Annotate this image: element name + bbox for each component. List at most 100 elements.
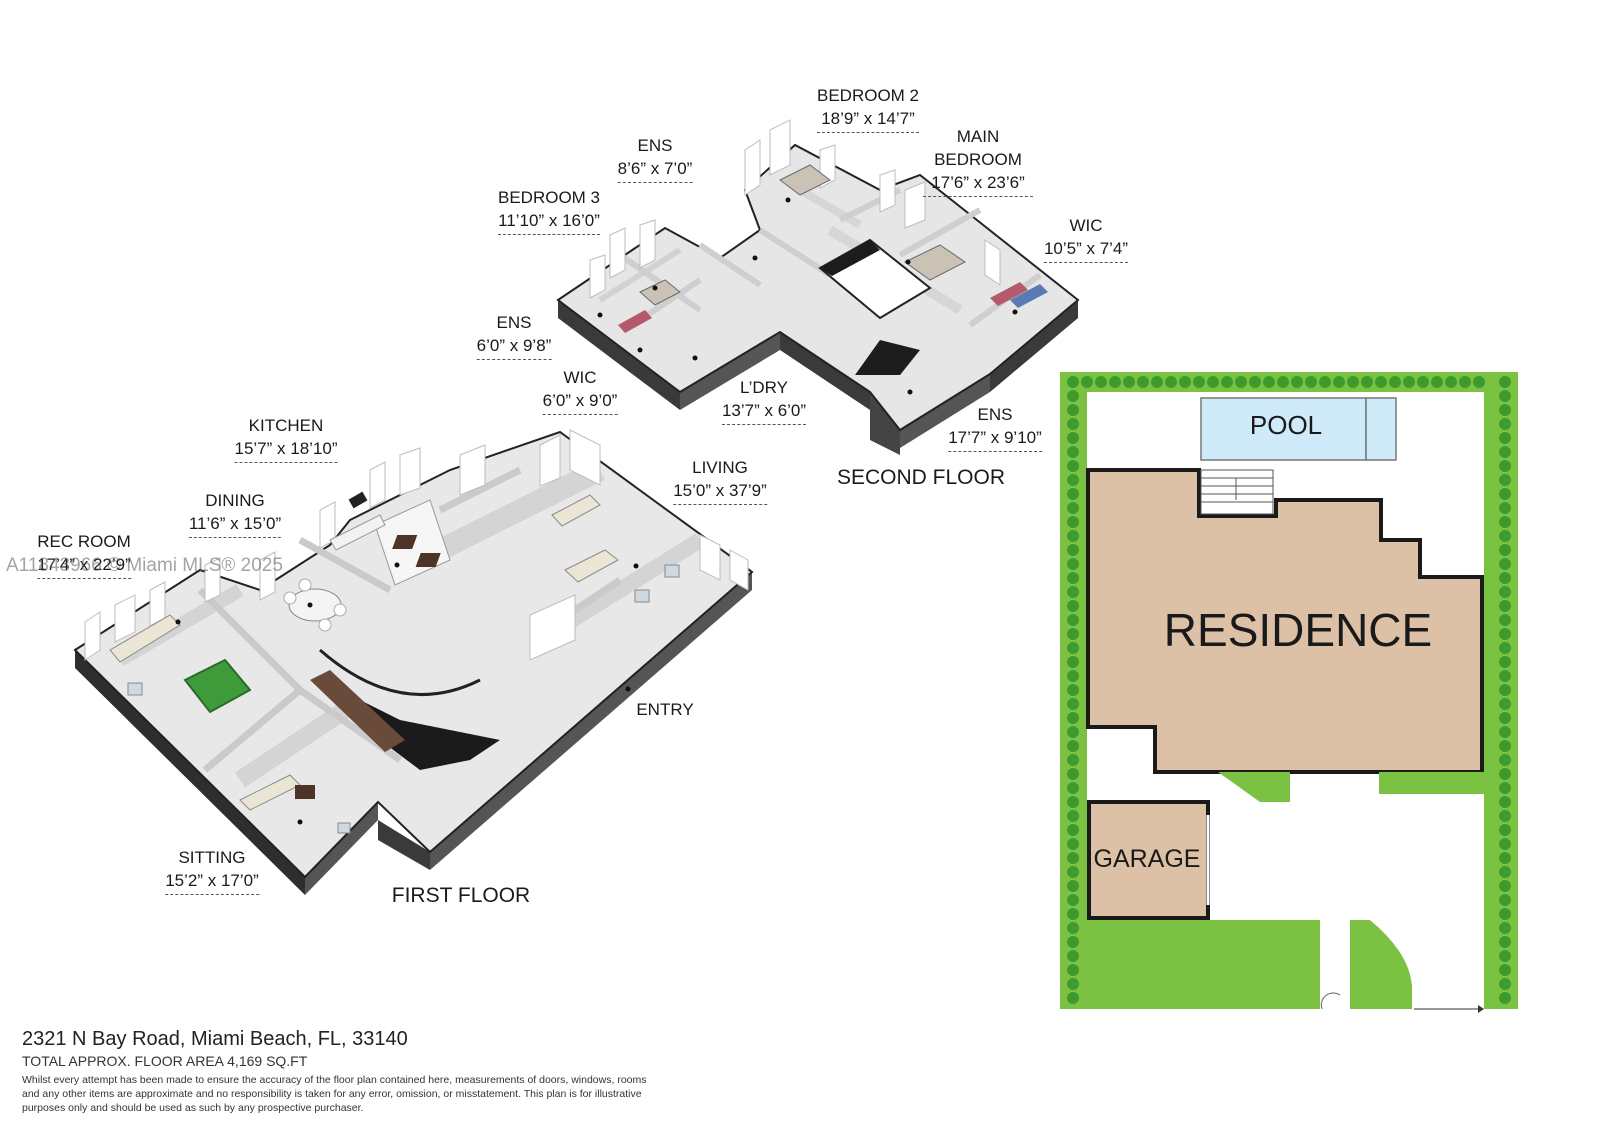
room-name: MAIN BEDROOM xyxy=(934,127,1022,169)
shrub-icon xyxy=(1067,824,1079,836)
bed-icon xyxy=(639,164,966,306)
shrub-icon xyxy=(1389,376,1401,388)
garage-footprint xyxy=(1087,800,1210,920)
shrub-icon xyxy=(1067,922,1079,934)
shrub-icon xyxy=(1375,376,1387,388)
room-name: DINING xyxy=(205,491,265,510)
room-dimensions: 13’7” x 6’0” xyxy=(721,399,807,425)
site-plan xyxy=(1060,372,1518,1013)
shrub-icon xyxy=(1459,376,1471,388)
shrub-icon xyxy=(1499,796,1511,808)
room-name: BEDROOM 3 xyxy=(497,188,601,207)
room-label-wic-right: WIC 10’5” x 7’4” xyxy=(1043,214,1129,263)
room-label-rec-room: REC ROOM 17’4” x 22’9” xyxy=(37,530,131,579)
room-label-dining: DINING 11’6” x 15’0” xyxy=(188,489,282,538)
shrub-icon xyxy=(1499,656,1511,668)
shrub-icon xyxy=(1305,376,1317,388)
shrub-icon xyxy=(1193,376,1205,388)
room-dimensions: 6’0” x 9’8” xyxy=(476,334,552,360)
shrub-icon xyxy=(1067,404,1079,416)
shrub-icon xyxy=(1067,950,1079,962)
shrub-icon xyxy=(1499,712,1511,724)
shrub-icon xyxy=(1067,586,1079,598)
shrub-icon xyxy=(1445,376,1457,388)
pool-label: POOL xyxy=(1249,410,1323,440)
shrub-icon xyxy=(1499,908,1511,920)
second-floor-plan xyxy=(556,119,1080,455)
shrub-icon xyxy=(1067,502,1079,514)
shrub-icon xyxy=(1067,530,1079,542)
shrub-icon xyxy=(1067,390,1079,402)
room-dimensions: 17’6” x 23’6” xyxy=(923,171,1033,197)
shrub-icon xyxy=(1499,992,1511,1004)
shrub-icon xyxy=(1067,866,1079,878)
shrub-icon xyxy=(1291,376,1303,388)
shrub-icon xyxy=(1067,698,1079,710)
shrub-icon xyxy=(1499,768,1511,780)
shrub-icon xyxy=(1499,390,1511,402)
shrub-icon xyxy=(1249,376,1261,388)
shrub-icon xyxy=(1123,376,1135,388)
shrub-icon xyxy=(1067,810,1079,822)
shrub-icon xyxy=(1499,936,1511,948)
shrub-icon xyxy=(1067,740,1079,752)
shrub-icon xyxy=(1333,376,1345,388)
room-label-wic-left: WIC 6’0” x 9’0” xyxy=(542,366,618,415)
shrub-icon xyxy=(1499,530,1511,542)
floor-label-second: SECOND FLOOR xyxy=(836,466,1006,489)
shrub-icon xyxy=(1499,642,1511,654)
room-name: WIC xyxy=(1069,216,1103,235)
shrub-icon xyxy=(1277,376,1289,388)
room-dimensions: 6’0” x 9’0” xyxy=(542,389,618,415)
room-name: ENS xyxy=(637,136,673,155)
shrub-icon xyxy=(1067,446,1079,458)
shrub-icon xyxy=(1431,376,1443,388)
shrub-icon xyxy=(1067,642,1079,654)
shrub-icon xyxy=(1221,376,1233,388)
room-name: BEDROOM 2 xyxy=(816,86,920,105)
shrub-icon xyxy=(1499,376,1511,388)
shrub-icon xyxy=(1067,614,1079,626)
shrub-icon xyxy=(1067,936,1079,948)
room-label-kitchen: KITCHEN 15’7” x 18’10” xyxy=(234,414,338,463)
shrub-icon xyxy=(1067,432,1079,444)
shrub-icon xyxy=(1067,908,1079,920)
residence-label: RESIDENCE xyxy=(1163,604,1433,656)
shrub-icon xyxy=(1067,726,1079,738)
room-name: KITCHEN xyxy=(248,416,324,435)
shrub-icon xyxy=(1499,460,1511,472)
pool-area xyxy=(1200,397,1367,461)
room-name: ENS xyxy=(496,313,532,332)
watermark: A11843966 © Miami MLS® 2025 xyxy=(6,555,283,576)
room-dimensions: 11’6” x 15’0” xyxy=(188,512,282,538)
shrub-icon xyxy=(1499,866,1511,878)
room-label-entry: ENTRY xyxy=(636,698,693,721)
room-name: REC ROOM xyxy=(37,532,131,551)
pool-table-icon xyxy=(183,658,252,714)
shrub-icon xyxy=(1499,488,1511,500)
first-floor-plan xyxy=(73,429,754,895)
room-name: ENS xyxy=(977,405,1013,424)
room-dimensions: 11’10” x 16’0” xyxy=(497,209,601,235)
shrub-icon xyxy=(1263,376,1275,388)
shrub-icon xyxy=(1067,628,1079,640)
room-dimensions: 15’0” x 37’9” xyxy=(673,479,767,505)
shrub-icon xyxy=(1499,614,1511,626)
shrub-icon xyxy=(1067,418,1079,430)
room-dimensions: 8’6” x 7’0” xyxy=(617,157,693,183)
shrub-icon xyxy=(1067,992,1079,1004)
room-dimensions: 10’5” x 7’4” xyxy=(1043,237,1129,263)
room-label-ens-upper: ENS 8’6” x 7’0” xyxy=(617,134,693,183)
shrub-icon xyxy=(1067,544,1079,556)
floor-label-first: FIRST FLOOR xyxy=(391,884,531,907)
disclaimer: Whilst every attempt has been made to en… xyxy=(22,1074,647,1114)
shrub-icon xyxy=(1067,600,1079,612)
shrub-icon xyxy=(1499,572,1511,584)
shrub-icon xyxy=(1499,474,1511,486)
shrub-icon xyxy=(1067,670,1079,682)
shrub-icon xyxy=(1067,474,1079,486)
shrub-icon xyxy=(1235,376,1247,388)
room-label-bedroom-3: BEDROOM 3 11’10” x 16’0” xyxy=(497,186,601,235)
room-name: ENTRY xyxy=(636,700,694,719)
